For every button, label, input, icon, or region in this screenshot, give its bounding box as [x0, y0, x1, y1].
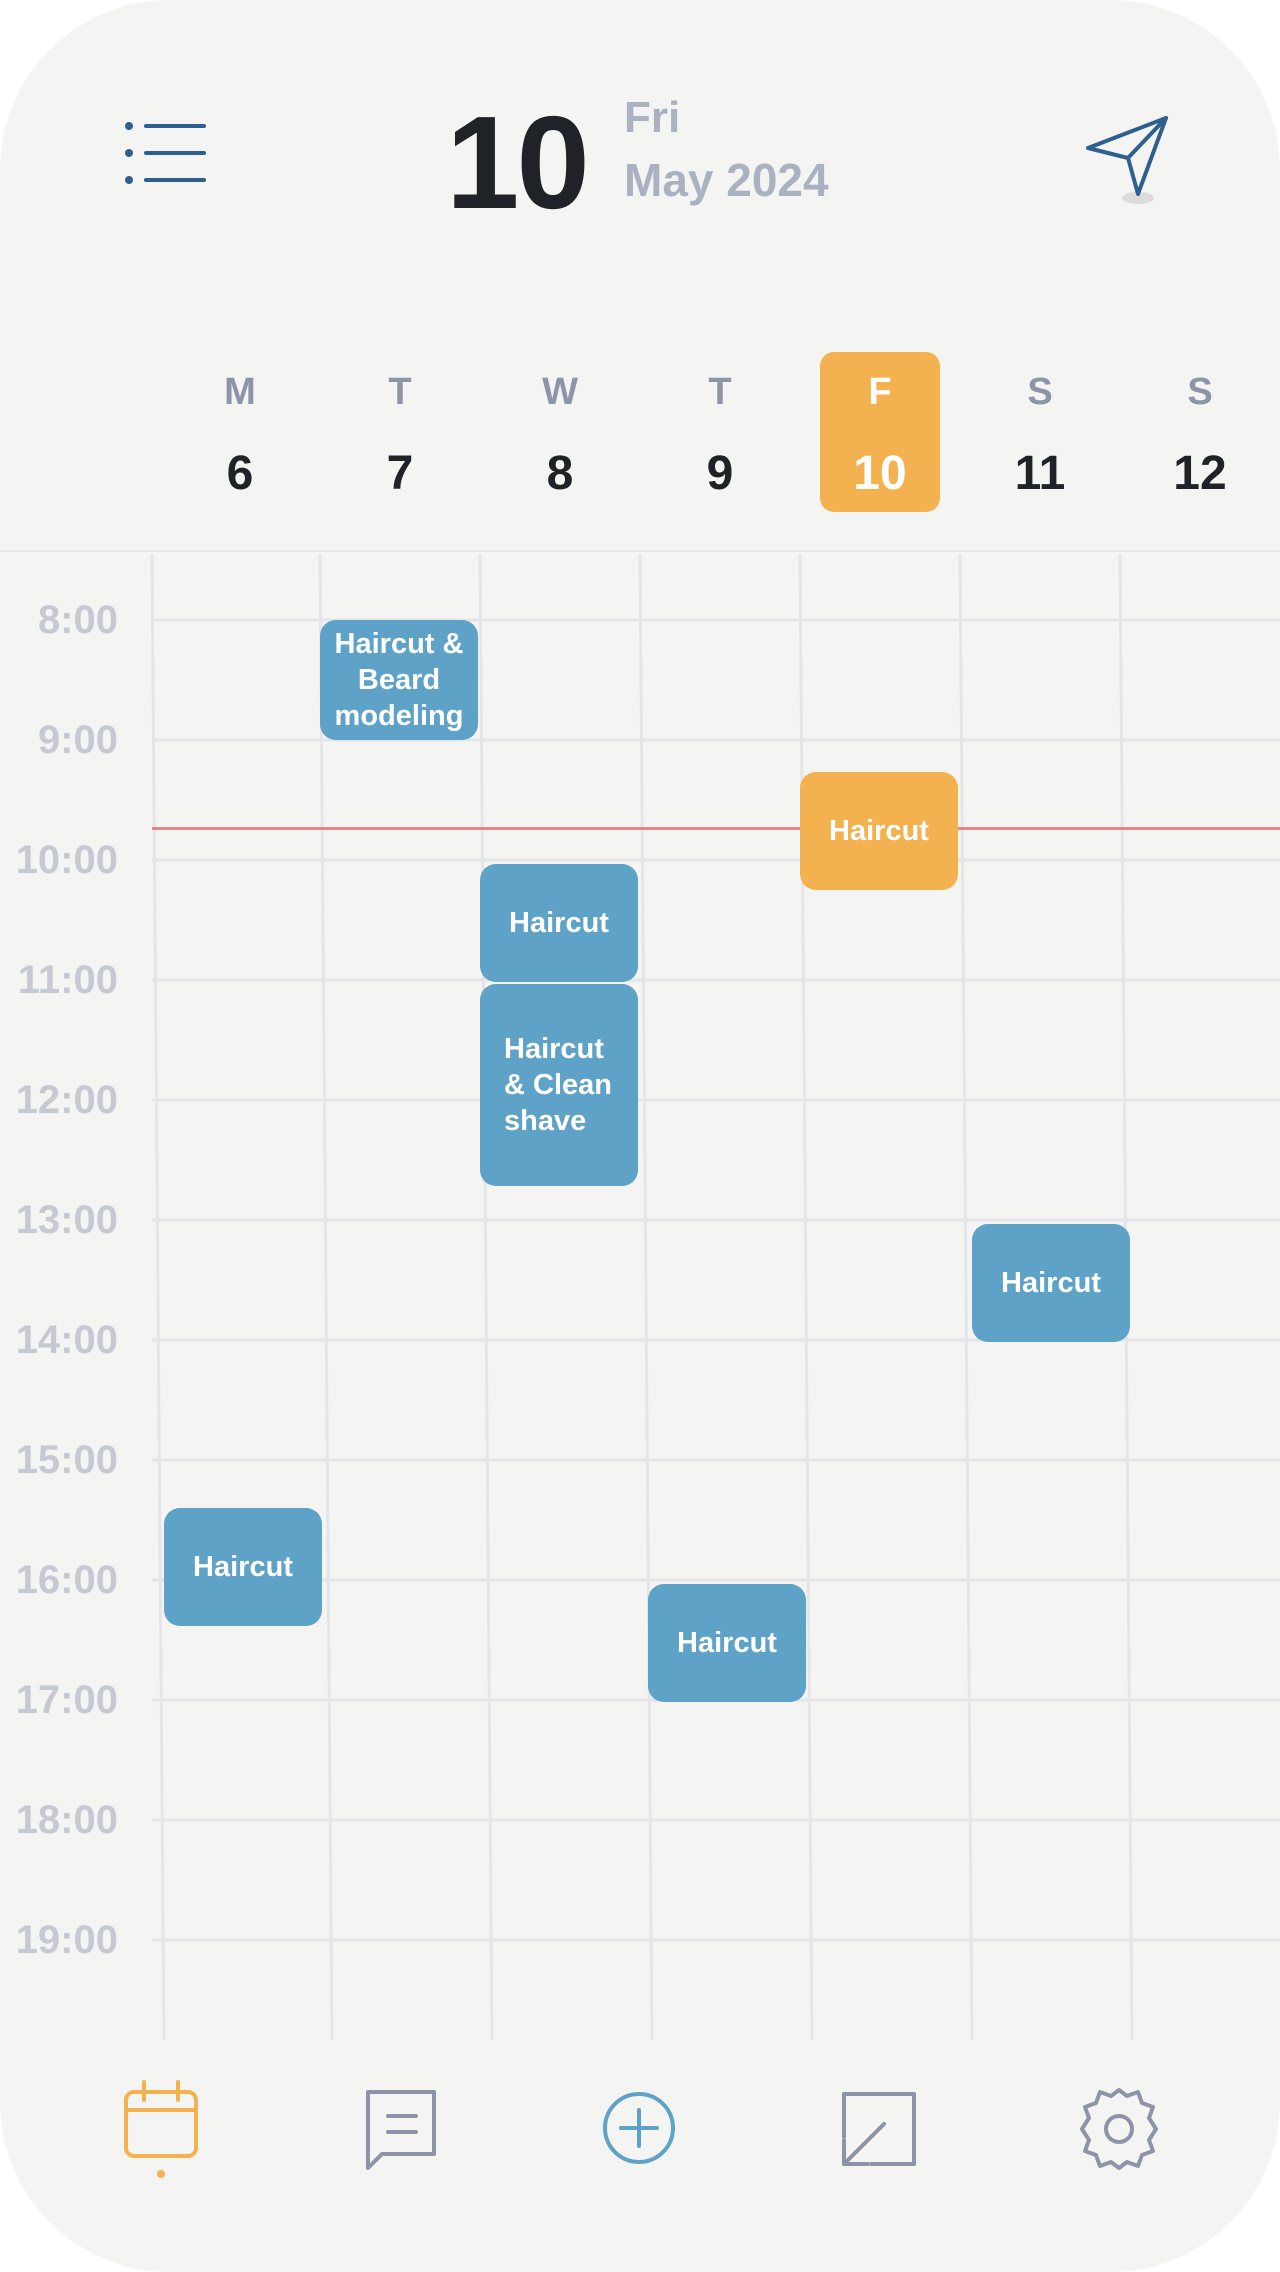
week-day-letter: T [708, 371, 732, 413]
event-card[interactable]: Haircut [648, 1584, 806, 1702]
week-day-wed[interactable]: W 8 [500, 352, 620, 512]
menu-button[interactable] [120, 118, 210, 188]
share-arrow-icon [842, 2092, 916, 2166]
settings-gear-icon [1080, 2088, 1158, 2170]
week-day-fri-selected[interactable]: F 10 [820, 352, 940, 512]
week-day-number: 7 [386, 447, 414, 500]
nav-calendar[interactable] [106, 2074, 216, 2204]
week-day-letter: W [542, 371, 578, 413]
week-day-tue[interactable]: T 7 [340, 352, 460, 512]
week-day-thu[interactable]: T 9 [660, 352, 780, 512]
nav-add[interactable] [584, 2074, 694, 2204]
hour-label: 11:00 [17, 958, 118, 1002]
hour-label: 10:00 [15, 838, 118, 882]
nav-messages[interactable] [346, 2074, 456, 2204]
week-day-number: 9 [706, 447, 734, 500]
hour-label: 12:00 [15, 1078, 118, 1122]
calendar-grid[interactable]: 8:00 9:00 10:00 11:00 12:00 13:00 14:00 … [0, 554, 1280, 2044]
hour-label: 18:00 [15, 1798, 118, 1842]
current-time-indicator [152, 827, 1280, 830]
send-icon [1086, 116, 1168, 204]
event-card[interactable]: Haircut [972, 1224, 1130, 1342]
event-card[interactable]: Haircut [480, 864, 638, 982]
week-strip: M 6 T 7 W 8 T 9 F 10 S 11 S 12 [0, 300, 1280, 552]
hour-label: 9:00 [37, 718, 118, 762]
event-card[interactable]: Haircut [164, 1508, 322, 1626]
menu-list-icon [125, 122, 206, 184]
week-day-number: 6 [226, 447, 254, 500]
week-day-letter: S [1187, 371, 1213, 413]
week-day-sun[interactable]: S 12 [1140, 352, 1260, 512]
hour-label: 19:00 [15, 1918, 118, 1962]
event-card-today[interactable]: Haircut [800, 772, 958, 890]
nav-settings[interactable] [1064, 2074, 1174, 2204]
event-card[interactable]: Haircut & Clean shave [480, 984, 638, 1186]
week-day-letter: M [224, 371, 256, 413]
hour-label: 16:00 [15, 1558, 118, 1602]
add-circle-icon [603, 2092, 675, 2164]
week-day-letter: T [388, 371, 412, 413]
current-day-number: 10 [446, 89, 590, 236]
week-day-number: 8 [546, 447, 574, 500]
hour-label: 13:00 [15, 1198, 118, 1242]
current-month-year: May 2024 [624, 154, 829, 206]
bottom-navigation [0, 2044, 1280, 2272]
hour-label: 14:00 [15, 1318, 118, 1362]
current-weekday: Fri [624, 93, 681, 142]
week-day-letter: F [868, 371, 892, 413]
send-button[interactable] [1082, 110, 1172, 210]
calendar-icon [124, 2080, 198, 2178]
week-day-sat[interactable]: S 11 [980, 352, 1100, 512]
week-day-letter: S [1027, 371, 1053, 413]
chat-icon [366, 2090, 436, 2170]
week-day-number: 11 [1014, 447, 1066, 500]
week-day-number: 10 [853, 447, 907, 500]
event-card[interactable]: Haircut & Beard modeling [320, 620, 478, 740]
hour-label: 17:00 [15, 1678, 118, 1722]
hour-label: 15:00 [15, 1438, 118, 1482]
week-day-number: 12 [1173, 447, 1227, 500]
hour-label: 8:00 [37, 598, 118, 642]
nav-share[interactable] [824, 2074, 934, 2204]
week-day-mon[interactable]: M 6 [180, 352, 300, 512]
